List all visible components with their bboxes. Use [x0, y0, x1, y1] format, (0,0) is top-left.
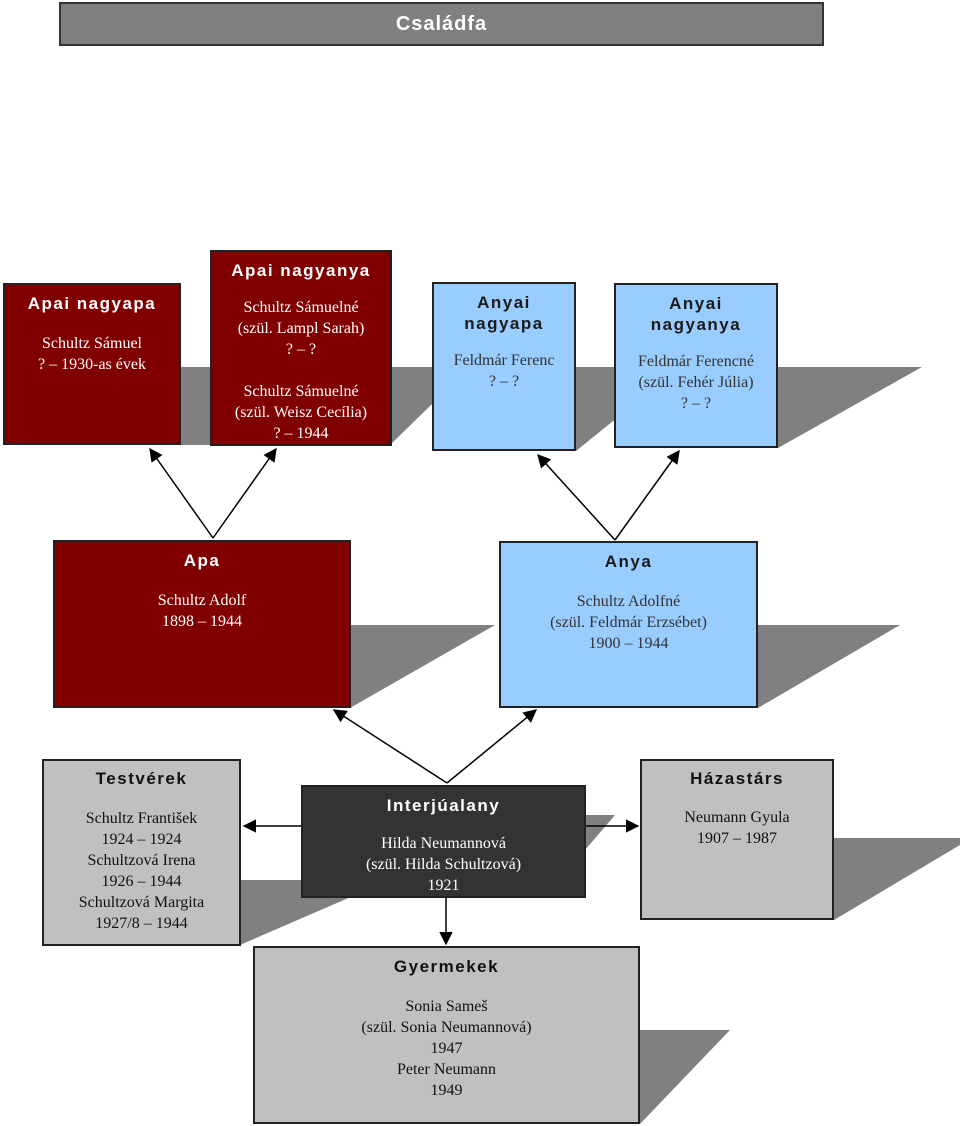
shadow	[350, 625, 495, 708]
shadow	[778, 367, 922, 448]
box-line: Schultz Sámuel	[42, 335, 142, 352]
box-line: ? – ?	[488, 373, 520, 390]
box-line: Schultz Adolf	[157, 592, 247, 609]
shadow	[585, 815, 615, 850]
box-header: Anyai	[477, 293, 531, 312]
shadow	[640, 1030, 730, 1124]
box-line: (szül. Lampl Sarah)	[237, 320, 365, 337]
box-line: 1926 – 1944	[101, 873, 182, 890]
maternal-grandfather-box: Anyai nagyapa Feldmár Ferenc ? – ?	[432, 282, 576, 451]
box-header: Apai nagyanya	[231, 261, 371, 280]
box-line: 1924 – 1924	[101, 831, 182, 848]
box-line: (szül. Sonia Neumannová)	[361, 1019, 532, 1036]
box-header: Testvérek	[95, 769, 188, 788]
arrow-to-maternal-grandmother	[614, 449, 680, 541]
box-line: (szül. Fehér Júlia)	[638, 374, 754, 391]
box-line: 1947	[430, 1040, 463, 1057]
arrow-to-paternal-grandmother	[212, 447, 277, 539]
box-line: (szül. Weisz Cecília)	[234, 404, 368, 421]
box-header: Anya	[604, 552, 653, 571]
shadow	[758, 625, 900, 708]
box-header: nagyanya	[650, 315, 742, 334]
mother-box: Anya Schultz Adolfné (szül. Feldmár Erzs…	[499, 541, 758, 708]
box-header: Házastárs	[690, 769, 784, 788]
father-box: Apa Schultz Adolf 1898 – 1944	[53, 540, 351, 708]
box-line: 1907 – 1987	[697, 830, 777, 847]
spouse-box: Házastárs Neumann Gyula 1907 – 1987	[640, 759, 834, 920]
box-header: Interjúalany	[386, 796, 501, 815]
box-line: Schultzová Margita	[78, 894, 205, 911]
siblings-box: Testvérek Schultz František 1924 – 1924 …	[42, 759, 241, 946]
box-line: ? – ?	[680, 395, 712, 412]
box-header: Anyai	[669, 294, 723, 313]
box-header: Apai nagyapa	[27, 294, 157, 313]
box-line: Schultz Sámuelné	[243, 299, 359, 316]
arrow-to-maternal-grandfather	[537, 453, 616, 541]
paternal-grandfather-box: Apai nagyapa Schultz Sámuel ? – 1930-as …	[3, 283, 181, 445]
box-line: 1921	[427, 877, 460, 894]
box-line: Sonia Sameš	[405, 998, 488, 1015]
page-title: Családfa	[59, 2, 824, 46]
box-header: nagyapa	[464, 314, 544, 333]
box-line: Feldmár Ferenc	[453, 352, 555, 369]
box-line: 1898 – 1944	[162, 613, 242, 630]
interviewee-box: Interjúalany Hilda Neumannová (szül. Hil…	[301, 785, 586, 898]
box-line: 1949	[430, 1082, 463, 1099]
box-line: Peter Neumann	[396, 1061, 497, 1078]
box-line: Schultzová Irena	[87, 852, 196, 869]
children-box: Gyermekek Sonia Sameš (szül. Sonia Neuma…	[253, 946, 640, 1124]
arrow-to-paternal-grandfather	[149, 447, 214, 539]
box-line: ? – 1944	[273, 425, 329, 442]
box-line: 1927/8 – 1944	[95, 915, 188, 932]
arrow-to-mother	[446, 709, 538, 784]
box-line: 1900 – 1944	[588, 635, 669, 652]
paternal-grandmother-box: Apai nagyanya Schultz Sámuelné (szül. La…	[210, 250, 392, 446]
box-line: Schultz Adolfné	[576, 593, 681, 610]
box-line: (szül. Feldmár Erzsébet)	[550, 614, 707, 631]
box-line: Schultz Sámuelné	[243, 383, 359, 400]
box-line: ? – 1930-as évek	[38, 356, 146, 373]
box-header: Gyermekek	[393, 957, 500, 976]
box-line: Feldmár Ferencné	[638, 353, 754, 370]
box-line: ? – ?	[285, 341, 317, 358]
box-header: Apa	[183, 551, 221, 570]
maternal-grandmother-box: Anyai nagyanya Feldmár Ferencné (szül. F…	[614, 283, 778, 448]
box-line: (szül. Hilda Schultzová)	[365, 856, 522, 873]
box-line: Hilda Neumannová	[381, 835, 506, 852]
shadow	[834, 838, 960, 920]
box-line: Schultz František	[85, 810, 198, 827]
arrow-to-father	[332, 709, 448, 784]
box-line: Neumann Gyula	[684, 809, 790, 826]
